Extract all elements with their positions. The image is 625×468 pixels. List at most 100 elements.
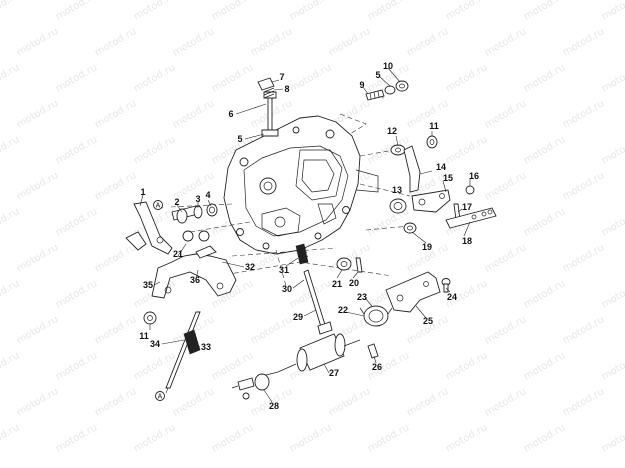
label-part-4: 4 xyxy=(205,190,210,200)
watermark-text: motod.ru xyxy=(405,98,450,130)
watermark-text: motod.ru xyxy=(15,386,60,418)
label-part-14: 14 xyxy=(436,162,446,172)
label-part-32: 32 xyxy=(245,262,255,272)
crankcase-housing xyxy=(223,115,379,255)
watermark-text: motod.ru xyxy=(0,134,21,166)
watermark-text: motod.ru xyxy=(15,26,60,58)
watermark-text: motod.ru xyxy=(210,62,255,94)
reference-marker-lower-text: A xyxy=(158,394,163,401)
cylinder-unit xyxy=(261,333,361,377)
watermark-text: motod.ru xyxy=(93,386,138,418)
leader-lines xyxy=(139,67,471,403)
watermark-text: motod.ru xyxy=(561,386,606,418)
selector-shaft-assembly xyxy=(171,203,218,224)
watermark-text: motod.ru xyxy=(522,278,567,310)
label-part-30: 30 xyxy=(282,284,292,294)
watermark-text: motod.ru xyxy=(54,134,99,166)
watermark-text: motod.ru xyxy=(483,386,528,418)
label-part-26: 26 xyxy=(372,362,382,372)
watermark-text: motod.ru xyxy=(600,206,625,238)
label-part-13: 13 xyxy=(392,185,402,195)
upper-right-washers xyxy=(390,135,438,156)
label-part-36: 36 xyxy=(190,275,200,285)
watermark-text: motod.ru xyxy=(15,170,60,202)
watermark-text: motod.ru xyxy=(600,62,625,94)
watermark-text: motod.ru xyxy=(405,386,450,418)
watermark-text: motod.ru xyxy=(483,242,528,274)
watermark-text: motod.ru xyxy=(405,26,450,58)
watermark-text: motod.ru xyxy=(171,26,216,58)
reference-marker-upper: A xyxy=(153,200,163,210)
watermark-text: motod.ru xyxy=(561,26,606,58)
label-part-12: 12 xyxy=(387,126,397,136)
watermark-text: motod.ru xyxy=(210,350,255,382)
label-part-17: 17 xyxy=(462,202,472,212)
watermark-text: motod.ru xyxy=(522,350,567,382)
watermark-text: motod.ru xyxy=(600,350,625,382)
label-part-2: 2 xyxy=(174,197,179,207)
watermark-text: motod.ru xyxy=(0,350,21,382)
watermark-text: motod.ru xyxy=(93,98,138,130)
watermark-text: motod.ru xyxy=(93,26,138,58)
label-part-18: 18 xyxy=(462,236,472,246)
watermark-text: motod.ru xyxy=(15,242,60,274)
watermark-text: motod.ru xyxy=(249,26,294,58)
watermark-text: motod.ru xyxy=(483,26,528,58)
watermark-text: motod.ru xyxy=(132,422,177,454)
long-rod-and-spring xyxy=(295,243,333,335)
watermark-text: motod.ru xyxy=(171,386,216,418)
label-part-11b: 11 xyxy=(139,331,149,341)
watermark-text: motod.ru xyxy=(0,0,21,23)
label-part-31: 31 xyxy=(279,265,289,275)
reference-marker-upper-text: A xyxy=(156,203,161,210)
label-part-10: 10 xyxy=(383,61,393,71)
label-part-24: 24 xyxy=(447,292,457,302)
watermark-text: motod.ru xyxy=(522,134,567,166)
label-part-21: 21 xyxy=(332,279,342,289)
bent-lever-arm xyxy=(403,145,421,193)
watermark-text: motod.ru xyxy=(366,0,411,23)
watermark-text: motod.ru xyxy=(54,422,99,454)
label-part-9: 9 xyxy=(359,80,364,90)
wire-connector xyxy=(231,373,270,400)
watermark-text: motod.ru xyxy=(522,0,567,23)
label-part-6: 6 xyxy=(228,109,233,119)
label-part-7: 7 xyxy=(279,72,284,82)
watermark-text: motod.ru xyxy=(210,0,255,23)
lower-lever-assembly xyxy=(151,230,237,299)
watermark-text: motod.ru xyxy=(483,314,528,346)
label-part-23: 23 xyxy=(357,292,367,302)
label-part-20: 20 xyxy=(349,278,359,288)
watermark-text: motod.ru xyxy=(54,350,99,382)
label-part-29: 29 xyxy=(293,312,303,322)
watermark-text: motod.ru xyxy=(288,62,333,94)
spring-and-rod xyxy=(165,311,201,389)
watermark-text: motod.ru xyxy=(93,170,138,202)
label-part-28: 28 xyxy=(269,401,279,411)
watermark-text: motod.ru xyxy=(54,278,99,310)
watermark-text: motod.ru xyxy=(522,422,567,454)
watermark-text: motod.ru xyxy=(327,242,372,274)
watermark-text: motod.ru xyxy=(288,422,333,454)
watermark-text: motod.ru xyxy=(15,314,60,346)
watermark-text: motod.ru xyxy=(0,422,21,454)
small-bolt-24 xyxy=(441,278,451,293)
watermark-text: motod.ru xyxy=(561,242,606,274)
watermark-text: motod.ru xyxy=(132,62,177,94)
watermark-text: motod.ru xyxy=(54,206,99,238)
watermark-text: motod.ru xyxy=(444,350,489,382)
watermark-text: motod.ru xyxy=(0,62,21,94)
watermark-text: motod.ru xyxy=(561,98,606,130)
watermark-text: motod.ru xyxy=(15,98,60,130)
oil-seal xyxy=(389,198,407,214)
label-part-5: 5 xyxy=(237,134,242,144)
part-number-labels: 1 2 3 4 5 6 7 8 9 10 5 11 12 13 14 15 16… xyxy=(139,61,479,411)
watermark-text: motod.ru xyxy=(249,314,294,346)
label-part-16: 16 xyxy=(469,171,479,181)
label-part-15: 15 xyxy=(443,173,453,183)
watermark-text: motod.ru xyxy=(132,134,177,166)
label-part-8: 8 xyxy=(284,84,289,94)
label-part-11: 11 xyxy=(429,121,439,131)
watermark-text: motod.ru xyxy=(444,422,489,454)
label-part-27: 27 xyxy=(329,368,339,378)
